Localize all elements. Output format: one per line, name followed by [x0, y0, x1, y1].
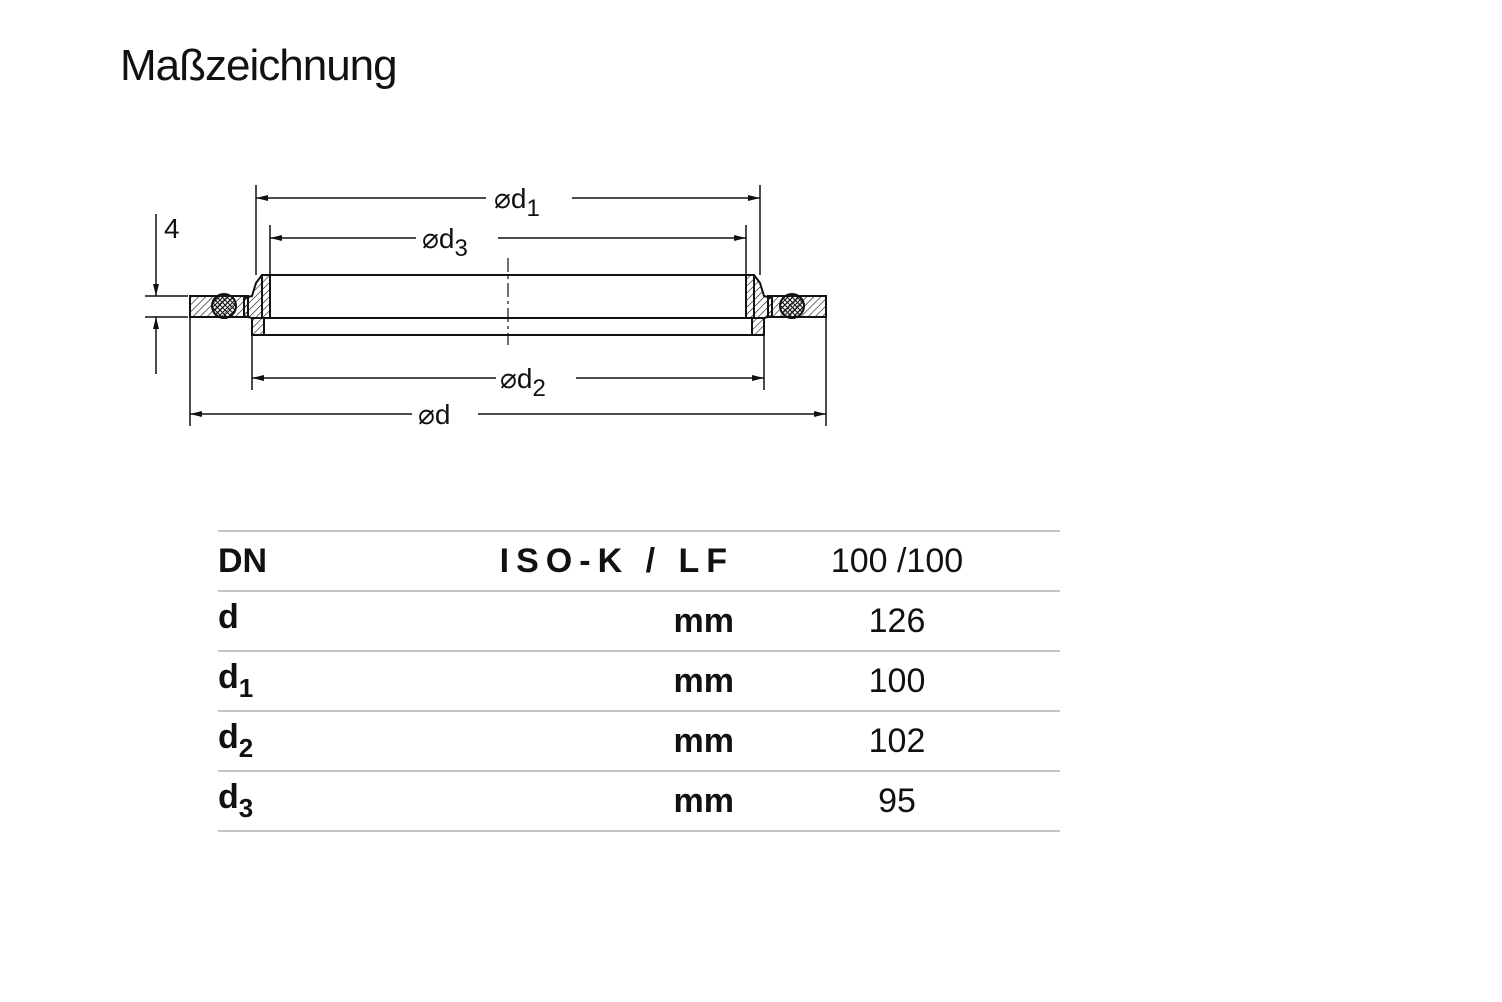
table-header-row: DN ISO-K / LF 100 /100 — [218, 530, 1060, 591]
label-d2: ⌀d2 — [500, 363, 546, 402]
label-d3: ⌀d3 — [422, 223, 468, 262]
row-unit: mm — [418, 590, 734, 651]
o-ring-right — [779, 293, 805, 319]
header-value: 100 /100 — [734, 530, 1060, 591]
header-unit: ISO-K / LF — [418, 530, 734, 591]
header-symbol: DN — [218, 530, 418, 591]
row-unit: mm — [418, 710, 734, 771]
row-unit: mm — [418, 770, 734, 832]
table-row: d2 mm 102 — [218, 710, 1060, 771]
row-value: 95 — [734, 770, 1060, 832]
dimension-lines — [153, 195, 826, 417]
row-value: 102 — [734, 710, 1060, 771]
table-row: d1 mm 100 — [218, 650, 1060, 711]
page-title: Maßzeichnung — [120, 41, 398, 90]
row-value: 100 — [734, 650, 1060, 711]
label-height: 4 — [164, 213, 180, 244]
table-row: d3 mm 95 — [218, 770, 1060, 832]
label-d: ⌀d — [418, 399, 450, 430]
label-d1: ⌀d1 — [494, 183, 540, 222]
o-ring-left — [211, 293, 237, 319]
dimension-drawing: ⌀d1 ⌀d3 ⌀d2 ⌀d 4 — [145, 183, 827, 430]
table-row: d mm 126 — [218, 590, 1060, 651]
row-unit: mm — [418, 650, 734, 711]
spec-table: DN ISO-K / LF 100 /100 d mm 126 d1 mm 10… — [218, 530, 1060, 832]
row-value: 126 — [734, 590, 1060, 651]
ring-body — [189, 274, 827, 336]
dimension-labels: ⌀d1 ⌀d3 ⌀d2 ⌀d 4 — [164, 183, 546, 430]
